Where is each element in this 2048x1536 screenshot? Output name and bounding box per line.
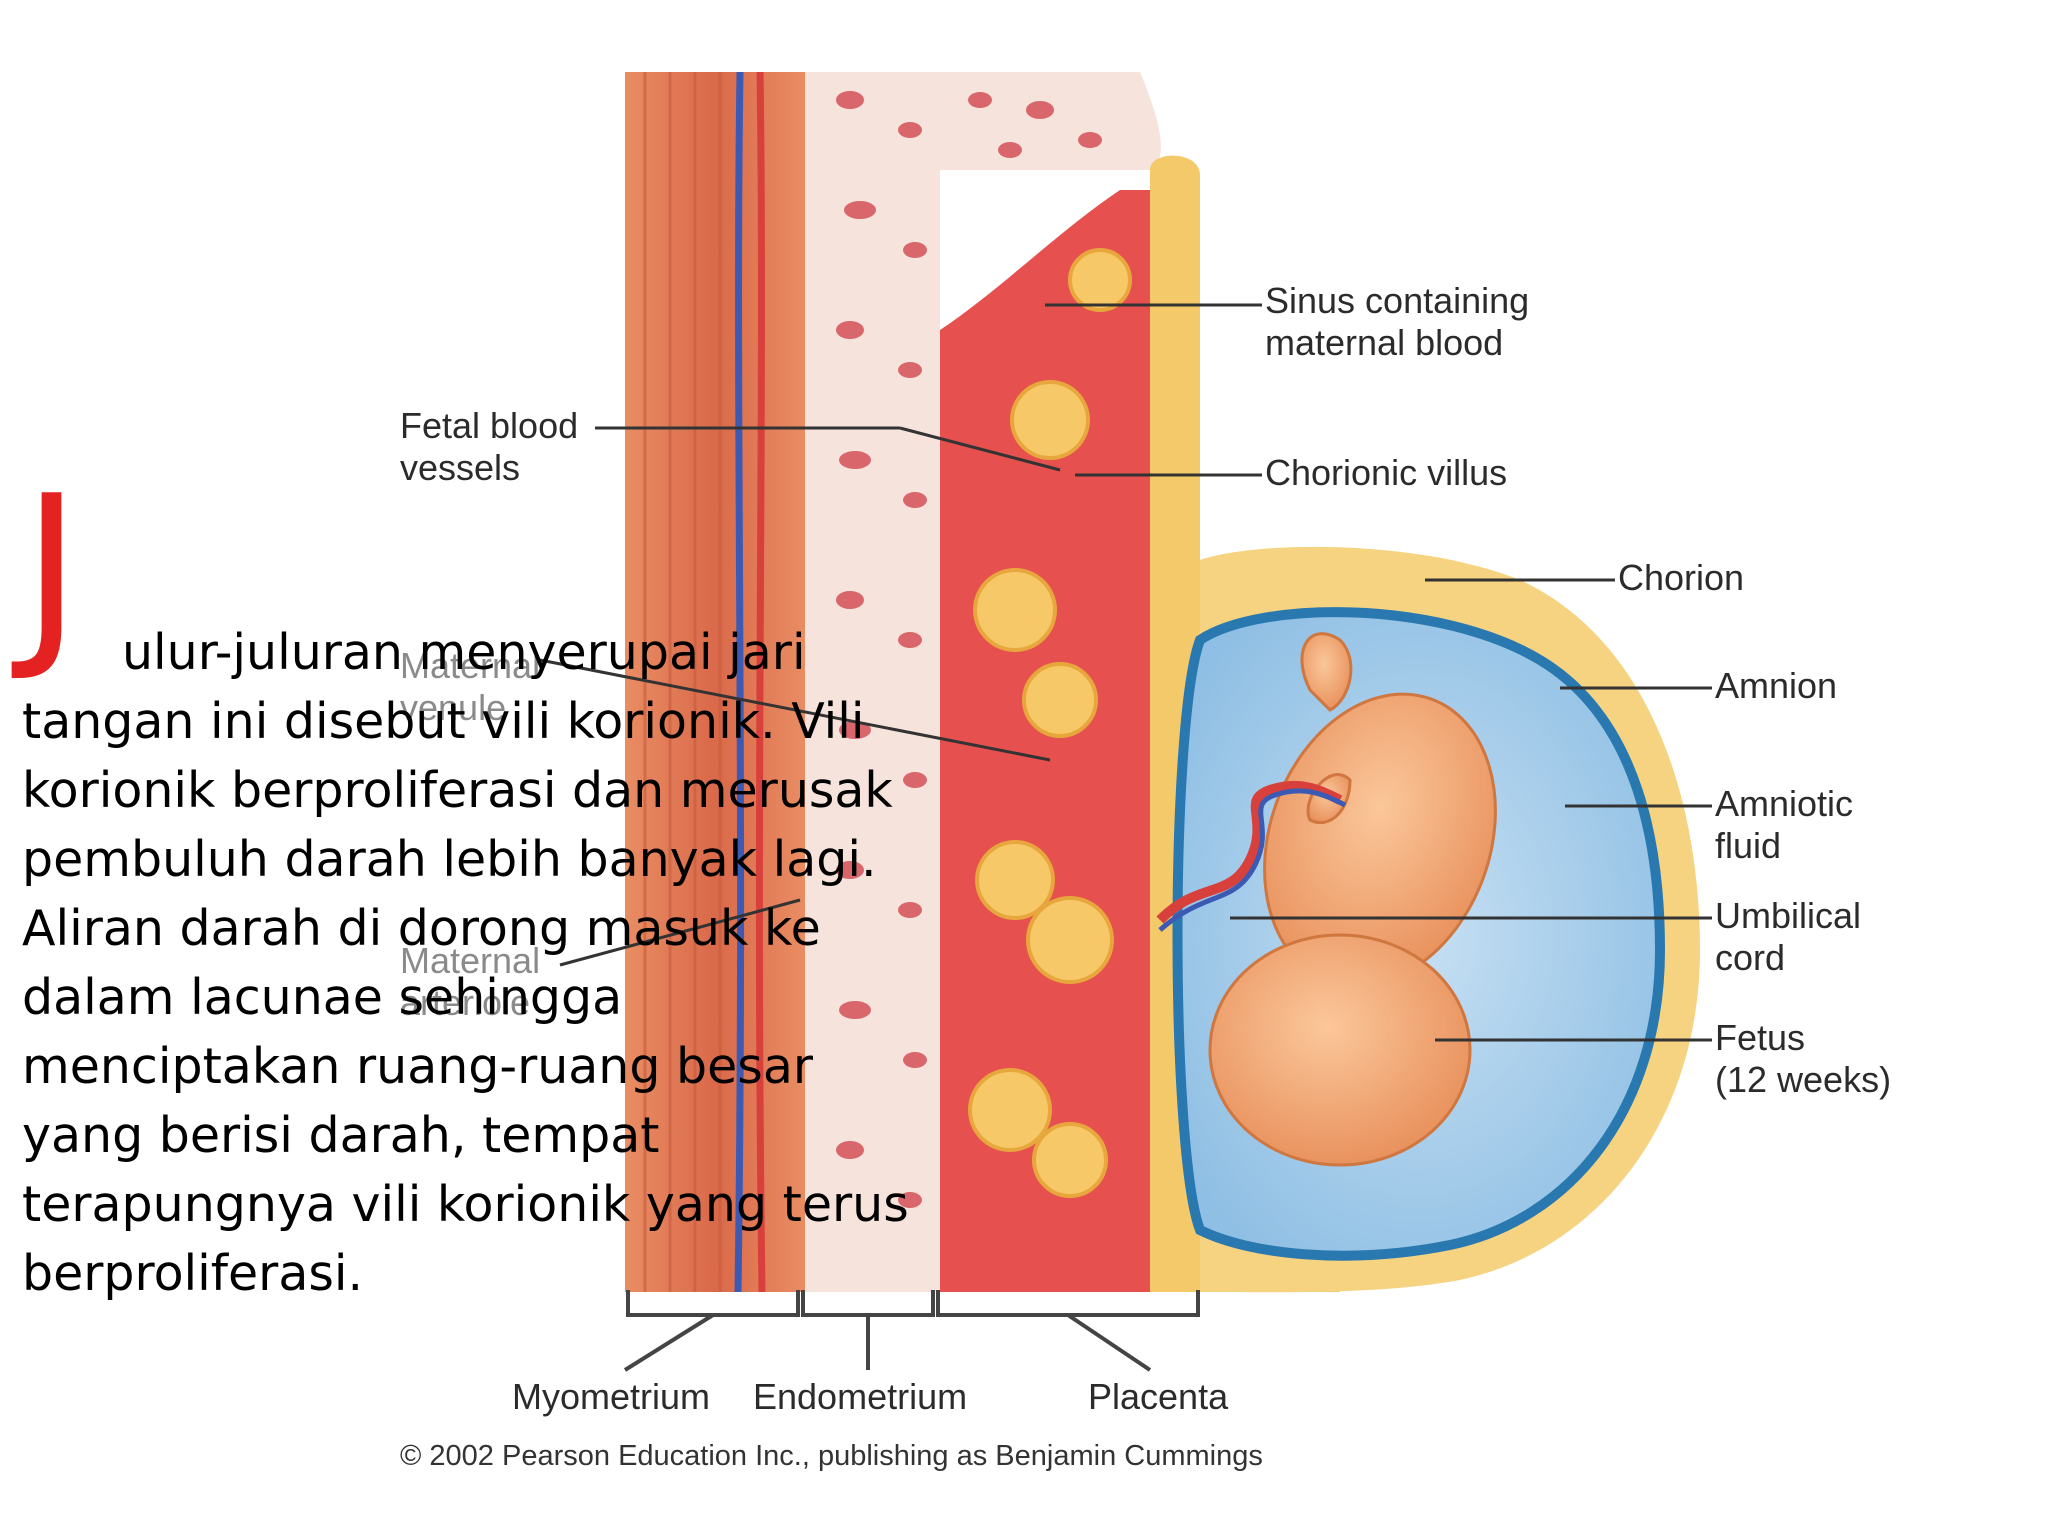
maternal-vessels <box>734 71 766 1293</box>
label-sinus-line1: Sinus containing <box>1265 280 1530 321</box>
overlay-line-5: Aliran darah di dorong masuk ke <box>22 900 821 957</box>
muscle-fibers <box>643 72 722 1292</box>
overlay-line-7: menciptakan ruang-ruang besar <box>22 1038 813 1095</box>
label-fetus-line2: (12 weeks) <box>1715 1059 1892 1100</box>
placenta-region <box>940 190 1160 1292</box>
label-sinus: Sinus containing maternal blood <box>1265 280 1529 364</box>
label-amniotic-fluid: Amniotic fluid <box>1715 783 1853 867</box>
label-amniotic-fluid-line2: fluid <box>1715 825 1782 866</box>
label-maternal-arteriole-line1: Maternal <box>400 940 541 981</box>
fetus <box>1208 632 1497 1167</box>
label-fetal-vessels-line2: vessels <box>400 447 521 488</box>
label-chorionic-villus: Chorionic villus <box>1265 452 1508 493</box>
endometrium-outer <box>940 72 1161 170</box>
label-maternal-arteriole-line2: arteriole <box>400 982 531 1023</box>
overlay-line-3: korionik berproliferasi dan merusak <box>22 762 893 819</box>
label-umbilical-cord: Umbilical cord <box>1715 895 1861 979</box>
label-placenta: Placenta <box>1088 1376 1229 1417</box>
label-fetus: Fetus (12 weeks) <box>1715 1017 1891 1101</box>
label-maternal-venule: Maternal venule <box>400 645 540 729</box>
overlay-line-8: yang berisi darah, tempat <box>22 1107 660 1164</box>
overlay-line-4: pembuluh darah lebih banyak lagi. <box>22 831 877 888</box>
leader-lines <box>539 303 1712 1042</box>
umbilical-cord <box>1156 780 1343 924</box>
overlay-line-2: tangan ini disebut vili korionik. Vili <box>22 693 865 750</box>
label-maternal-venule-line2: venule <box>400 687 507 728</box>
layer-brackets <box>623 1290 1200 1372</box>
label-umbilical-cord-line2: cord <box>1715 937 1786 978</box>
label-myometrium: Myometrium <box>512 1376 711 1417</box>
overlay-line-6: dalam lacunae sehingga <box>22 969 623 1026</box>
umbilical-vessel <box>1158 788 1347 932</box>
label-maternal-arteriole: Maternal arteriole <box>400 940 540 1024</box>
copyright-notice: © 2002 Pearson Education Inc., publishin… <box>400 1440 1263 1472</box>
label-fetal-vessels-line1: Fetal blood <box>400 405 579 446</box>
label-endometrium: Endometrium <box>753 1376 968 1417</box>
label-amnion: Amnion <box>1715 665 1838 706</box>
label-maternal-venule-line1: Maternal <box>400 645 541 686</box>
label-fetal-vessels: Fetal blood vessels <box>400 405 578 489</box>
endometrium-layer <box>805 72 940 1292</box>
overlay-paragraph: ulur-juluran menyerupai jari tangan ini … <box>22 624 1042 1308</box>
drop-cap: J <box>22 453 81 686</box>
label-chorion: Chorion <box>1618 557 1745 598</box>
overlay-line-10: berproliferasi. <box>22 1245 364 1302</box>
endometrial-glands <box>836 91 1102 1208</box>
label-amniotic-fluid-line1: Amniotic <box>1715 783 1854 824</box>
overlay-line-9: terapungnya vili korionik yang terus <box>22 1176 909 1233</box>
label-umbilical-cord-line1: Umbilical <box>1715 895 1862 936</box>
label-fetus-line1: Fetus <box>1715 1017 1806 1058</box>
overlay-line-1: ulur-juluran menyerupai jari <box>122 624 806 681</box>
label-sinus-line2: maternal blood <box>1265 322 1504 363</box>
chorionic-villi <box>968 248 1132 1198</box>
